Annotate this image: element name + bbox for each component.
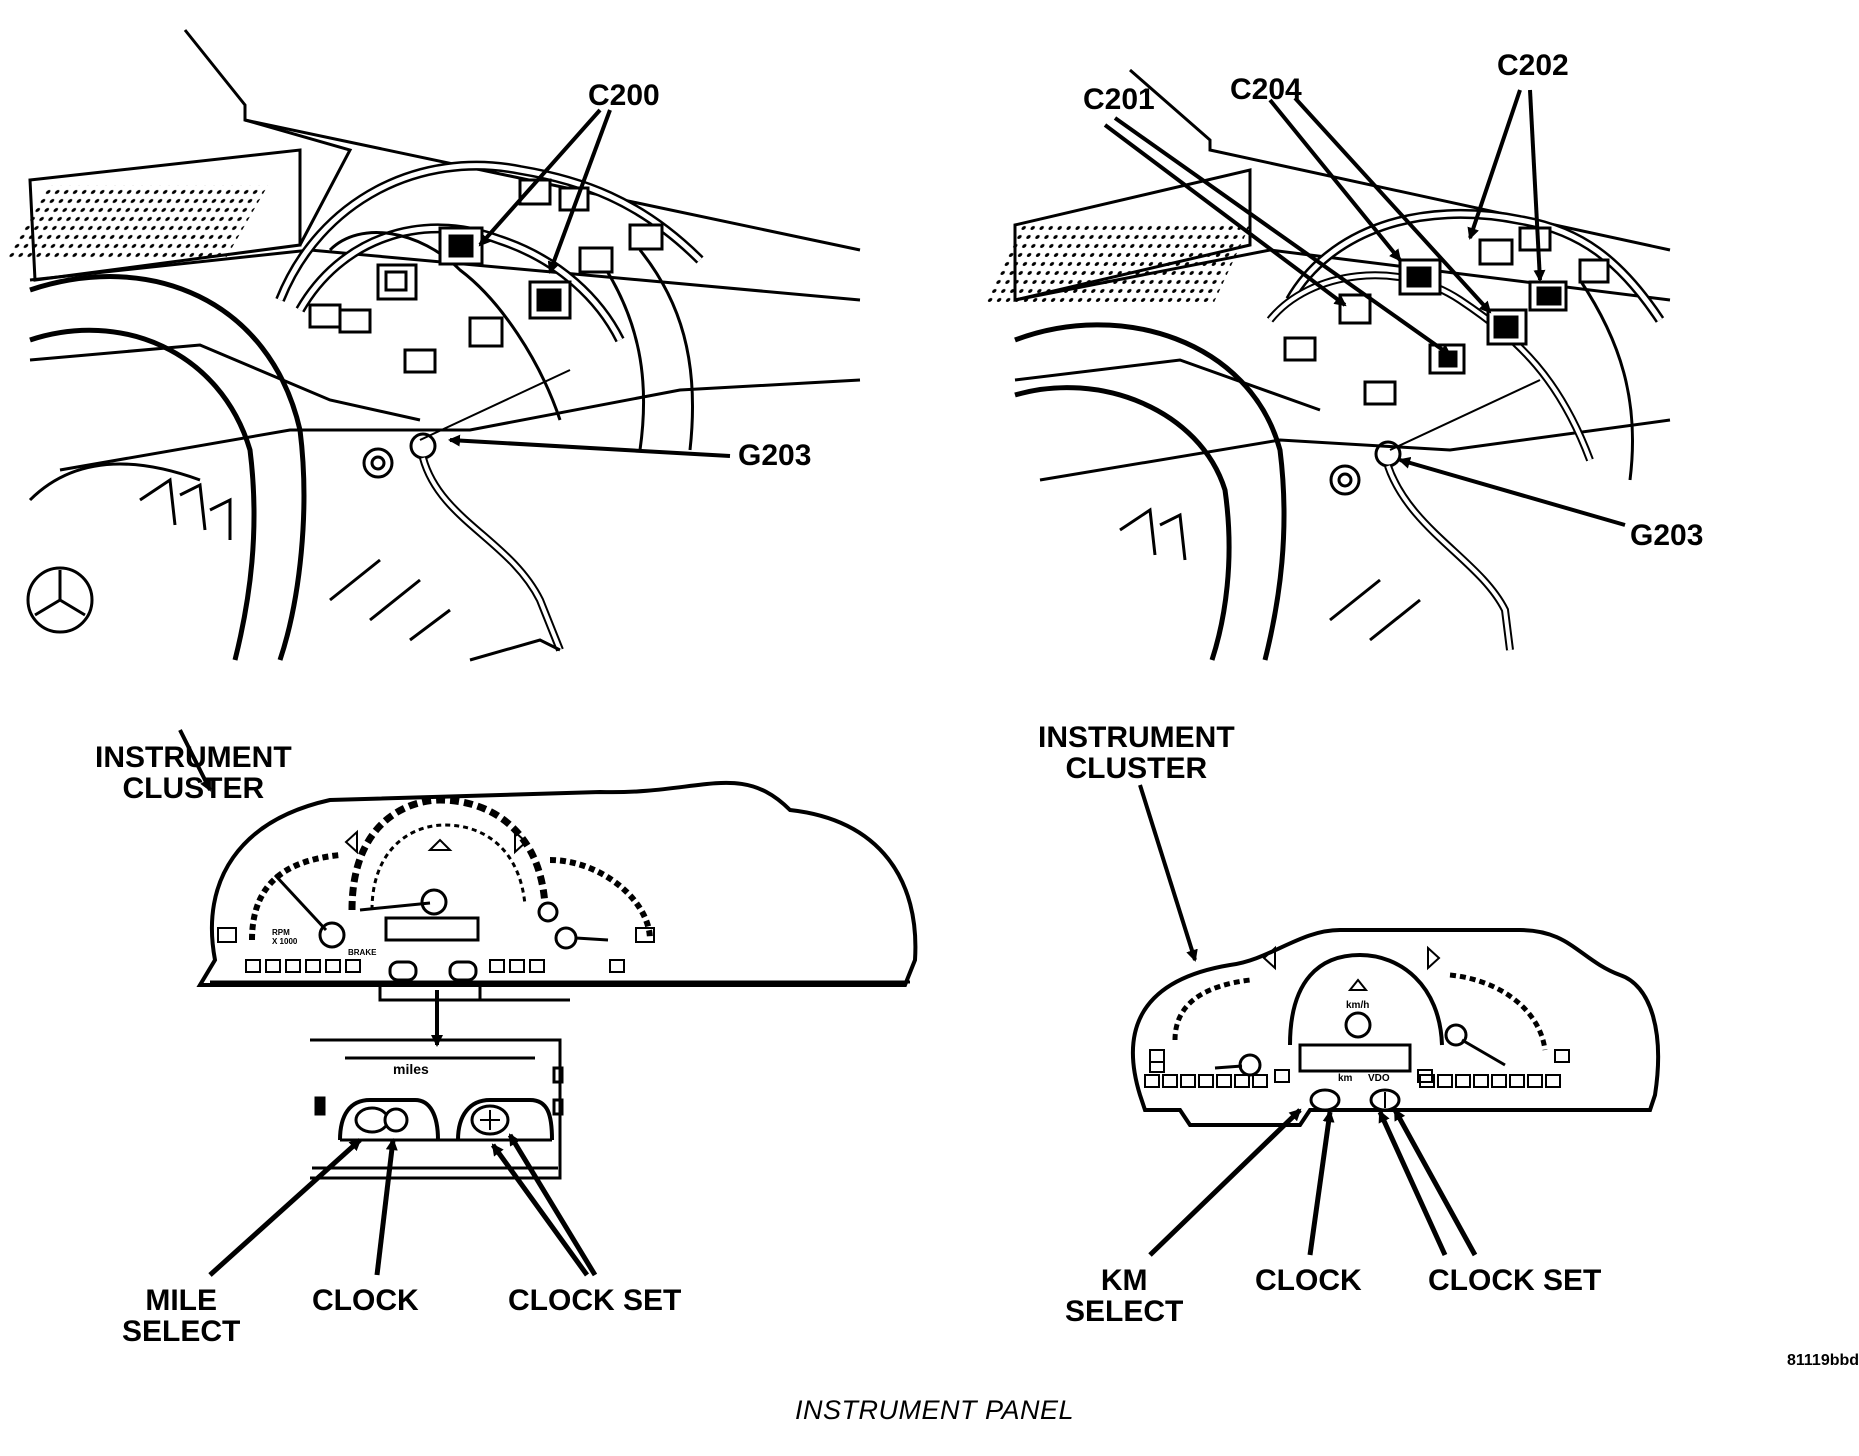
- label-clock-set-left: CLOCK SET: [508, 1284, 682, 1317]
- top-right-dash-view: [982, 68, 1671, 661]
- label-clock-set-right: CLOCK SET: [1428, 1264, 1602, 1297]
- label-c204: C204: [1230, 73, 1302, 106]
- gauge-text-miles: miles: [393, 1061, 429, 1077]
- gauge-text-brake: BRAKE: [348, 948, 377, 957]
- label-c200: C200: [588, 79, 660, 112]
- cluster-left: [178, 729, 918, 1047]
- gauge-text-kmh: km/h: [1346, 1000, 1370, 1011]
- label-g203-right: G203: [1630, 519, 1704, 552]
- top-left-dash-view: [4, 29, 861, 662]
- label-clock-right: CLOCK: [1255, 1264, 1362, 1297]
- label-g203-left: G203: [738, 439, 812, 472]
- label-instrument-cluster-right: INSTRUMENT CLUSTER: [1038, 721, 1235, 785]
- cluster-right-pointers: [1148, 1108, 1478, 1257]
- figure-id: 81119bbd: [1787, 1352, 1859, 1369]
- gauge-text-vdo: VDO: [1368, 1073, 1390, 1084]
- label-clock-left: CLOCK: [312, 1284, 419, 1317]
- gauge-text-km: km: [1338, 1073, 1353, 1084]
- label-mile-select: MILE SELECT: [122, 1284, 241, 1348]
- figure-caption: INSTRUMENT PANEL: [795, 1395, 1075, 1425]
- label-km-select: KM SELECT: [1065, 1264, 1184, 1328]
- label-instrument-cluster-left: INSTRUMENT CLUSTER: [95, 741, 292, 805]
- cluster-right: [1131, 784, 1661, 1127]
- gauge-text-rpm: RPM X 1000: [272, 928, 298, 946]
- label-c202: C202: [1497, 49, 1569, 82]
- label-c201: C201: [1083, 83, 1155, 116]
- cluster-left-pointers: [208, 1133, 598, 1277]
